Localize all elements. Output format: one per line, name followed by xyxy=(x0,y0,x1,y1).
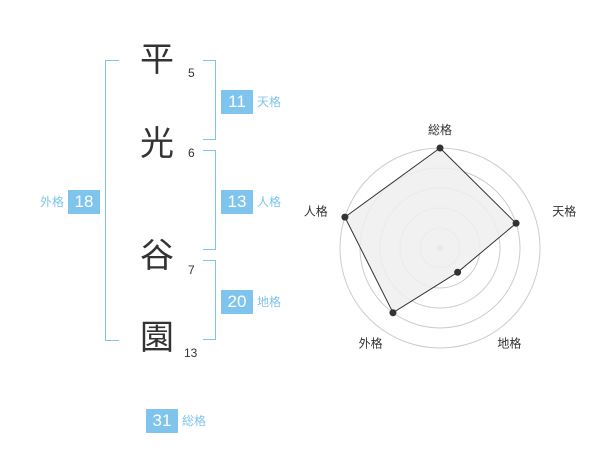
tenkaku-badge: 11 天格 xyxy=(221,90,281,114)
chikaku-value: 20 xyxy=(221,290,253,314)
name-char-1: 平 xyxy=(140,40,174,80)
radar-shape xyxy=(341,144,520,317)
tenkaku-value: 11 xyxy=(221,90,253,114)
soukaku-label: 総格 xyxy=(182,414,207,428)
name-char-3: 谷 xyxy=(140,236,174,276)
gaikaku-badge: 外格 18 xyxy=(40,190,101,214)
stroke-count-1: 5 xyxy=(188,66,195,80)
tenkaku-label: 天格 xyxy=(257,95,282,109)
radar-point-4 xyxy=(389,309,397,317)
radar-axis-label-2: 天格 xyxy=(552,204,576,219)
soukaku-value: 31 xyxy=(146,409,178,433)
name-char-2: 光 xyxy=(140,124,174,164)
gaikaku-value: 18 xyxy=(68,190,101,214)
tenkaku-bracket xyxy=(203,60,216,140)
chikaku-label: 地格 xyxy=(257,295,282,309)
radar-point-3 xyxy=(454,268,462,276)
radar-point-1 xyxy=(436,144,444,152)
gaikaku-bracket xyxy=(105,60,119,341)
chikaku-badge: 20 地格 xyxy=(221,290,281,314)
chikaku-bracket xyxy=(203,260,216,340)
jinkaku-value: 13 xyxy=(221,190,253,214)
jinkaku-bracket xyxy=(203,150,216,250)
radar-point-2 xyxy=(512,219,520,227)
radar-axis-label-1: 総格 xyxy=(428,122,452,137)
radar-axis-label-3: 地格 xyxy=(497,336,521,351)
jinkaku-badge: 13 人格 xyxy=(221,190,281,214)
radar-axis-label-5: 人格 xyxy=(304,204,328,219)
name-char-4: 園 xyxy=(140,318,174,358)
jinkaku-label: 人格 xyxy=(257,195,282,209)
radar-series-polygon xyxy=(344,147,517,314)
stroke-count-4: 13 xyxy=(184,346,198,360)
stroke-count-3: 7 xyxy=(188,263,195,277)
radar-axis-label-4: 外格 xyxy=(359,336,383,351)
soukaku-badge: 31 総格 xyxy=(146,409,206,433)
radar-point-5 xyxy=(341,213,349,221)
stroke-count-2: 6 xyxy=(188,146,195,160)
gaikaku-label: 外格 xyxy=(40,195,65,209)
